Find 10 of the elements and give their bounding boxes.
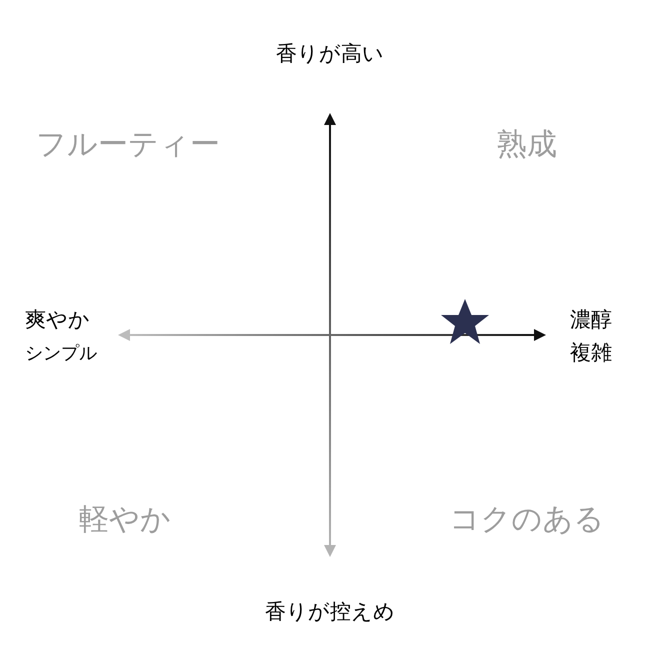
axis-label: 香りが控えめ xyxy=(265,602,395,622)
quadrant-label: フルーティー xyxy=(36,130,220,160)
quadrant-label: 熟成 xyxy=(497,130,557,160)
quadrant-label: 軽やか xyxy=(79,505,171,535)
axis-label: 爽やか xyxy=(25,310,90,330)
axis-label: 香りが高い xyxy=(276,44,384,64)
axis-label: 複雑 xyxy=(570,342,612,364)
axis-label: シンプル xyxy=(25,344,97,362)
quadrant-label: コクのある xyxy=(450,505,604,535)
axis-label: 濃醇 xyxy=(570,310,612,330)
